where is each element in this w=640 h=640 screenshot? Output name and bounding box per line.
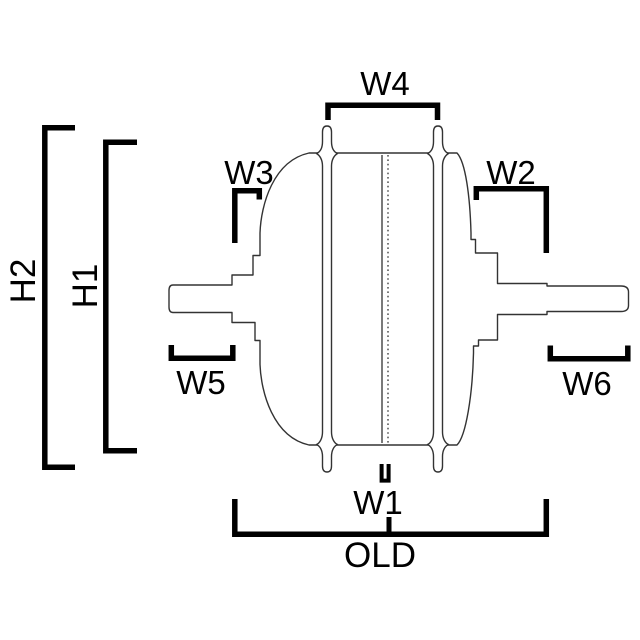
- dim-w3-bracket: [232, 188, 263, 243]
- right-flange: [426, 125, 450, 473]
- dim-label-old: OLD: [344, 536, 416, 575]
- dim-w4-bracket: [325, 102, 441, 120]
- dim-old-bracket: [232, 499, 550, 538]
- dim-label-h2: H2: [4, 259, 43, 304]
- dim-label-h1: H1: [66, 264, 105, 309]
- dim-label-w5: W5: [176, 364, 226, 401]
- dim-label-w3: W3: [224, 154, 274, 191]
- dim-h2-bracket: [42, 125, 75, 470]
- left-flange: [315, 125, 339, 473]
- dim-w1-ticks: [379, 464, 391, 483]
- dim-w6-bracket: [547, 345, 631, 362]
- dim-label-w6: W6: [562, 365, 612, 402]
- dim-h1-bracket: [103, 139, 137, 454]
- dim-w5-bracket: [168, 345, 236, 361]
- dim-label-w4: W4: [360, 65, 410, 102]
- dim-w2-bracket: [473, 186, 550, 253]
- dim-label-w1: W1: [353, 484, 403, 521]
- hub-body-outline: [168, 152, 630, 446]
- dim-label-w2: W2: [486, 154, 536, 191]
